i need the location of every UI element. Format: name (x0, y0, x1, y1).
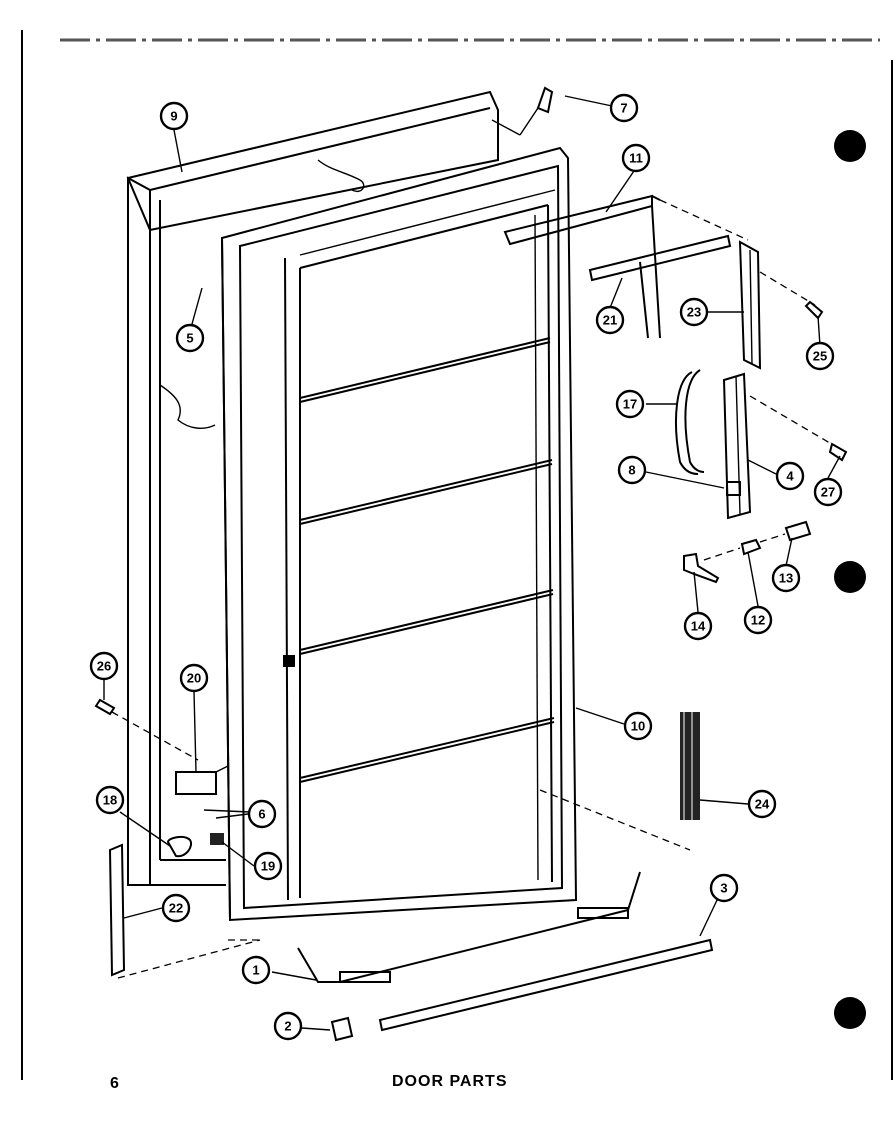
callout-bubble (615, 389, 645, 419)
callout-bubble (623, 711, 653, 741)
callout-8: 8 (617, 455, 647, 485)
handle-assembly (675, 369, 848, 520)
bottom-hinge-parts (94, 698, 251, 858)
callout-bubble (805, 341, 835, 371)
callout-label: 11 (629, 151, 643, 166)
callout-17: 17 (615, 389, 645, 419)
callout-bubble (771, 563, 801, 593)
callout-label: 4 (786, 469, 794, 484)
callout-label: 9 (170, 109, 177, 124)
callout-27: 27 (813, 477, 843, 507)
callout-7: 7 (609, 93, 639, 123)
callout-19: 19 (253, 851, 283, 881)
callout-bubble (179, 663, 209, 693)
top-channel (503, 194, 749, 339)
callout-10: 10 (623, 711, 653, 741)
callout-bubble (247, 799, 277, 829)
callout-bubble (609, 93, 639, 123)
callout-11: 11 (621, 143, 651, 173)
callout-bubble (775, 461, 805, 491)
callout-label: 2 (284, 1019, 291, 1034)
callout-bubble (273, 1011, 303, 1041)
latch-parts (683, 520, 812, 584)
callout-bubble (813, 477, 843, 507)
callout-26: 26 (89, 651, 119, 681)
callout-label: 12 (751, 613, 765, 628)
callout-bubble (679, 297, 709, 327)
bottom-rods (117, 789, 714, 1042)
callout-23: 23 (679, 297, 709, 327)
callout-20: 20 (179, 663, 209, 693)
callout-bubble (617, 455, 647, 485)
brush-strip (680, 712, 700, 820)
callout-bubble (743, 605, 773, 635)
callout-label: 18 (103, 793, 117, 808)
callout-label: 13 (779, 571, 793, 586)
callout-bubble (621, 143, 651, 173)
callout-25: 25 (805, 341, 835, 371)
callout-9: 9 (159, 101, 189, 131)
callout-bubble (241, 955, 271, 985)
callout-21: 21 (595, 305, 625, 335)
callout-label: 1 (252, 963, 259, 978)
callout-12: 12 (743, 605, 773, 635)
leader-lines (103, 95, 841, 1031)
callout-3: 3 (709, 873, 739, 903)
callout-13: 13 (771, 563, 801, 593)
callout-bubble (253, 851, 283, 881)
callout-bubble (161, 893, 191, 923)
gasket-part (491, 86, 554, 136)
callout-bubble (159, 101, 189, 131)
callout-label: 7 (620, 101, 627, 116)
callout-label: 24 (755, 797, 770, 812)
callout-bubble (709, 873, 739, 903)
callout-bubble (175, 323, 205, 353)
callout-label: 27 (821, 485, 835, 500)
callout-label: 5 (186, 331, 193, 346)
callout-label: 17 (623, 397, 637, 412)
callout-24: 24 (747, 789, 777, 819)
callout-label: 14 (691, 619, 706, 634)
callout-label: 10 (631, 719, 645, 734)
callout-18: 18 (95, 785, 125, 815)
diagram-caption: DOOR PARTS (392, 1073, 507, 1090)
punch-holes (834, 130, 866, 1029)
callout-bubble (747, 789, 777, 819)
callout-label: 20 (187, 671, 201, 686)
callout-label: 23 (687, 305, 701, 320)
door-liner (220, 146, 578, 922)
callout-14: 14 (683, 611, 713, 641)
page-border (21, 30, 893, 1080)
hinge-strip (108, 843, 126, 977)
callout-label: 25 (813, 349, 827, 364)
callout-1: 1 (241, 955, 271, 985)
callout-bubble (95, 785, 125, 815)
callout-label: 21 (603, 313, 617, 328)
callout-22: 22 (161, 893, 191, 923)
callout-6: 6 (247, 799, 277, 829)
outer-door-panel (126, 90, 499, 886)
callout-bubble (89, 651, 119, 681)
page-number: 6 (110, 1075, 119, 1092)
callout-5: 5 (175, 323, 205, 353)
callout-label: 3 (720, 881, 727, 896)
callout-label: 22 (169, 901, 183, 916)
callout-label: 19 (261, 859, 275, 874)
callout-label: 6 (258, 807, 265, 822)
callout-label: 8 (628, 463, 635, 478)
callout-4: 4 (775, 461, 805, 491)
callout-bubble (683, 611, 713, 641)
callout-label: 26 (97, 659, 111, 674)
callout-bubble (595, 305, 625, 335)
callout-2: 2 (273, 1011, 303, 1041)
